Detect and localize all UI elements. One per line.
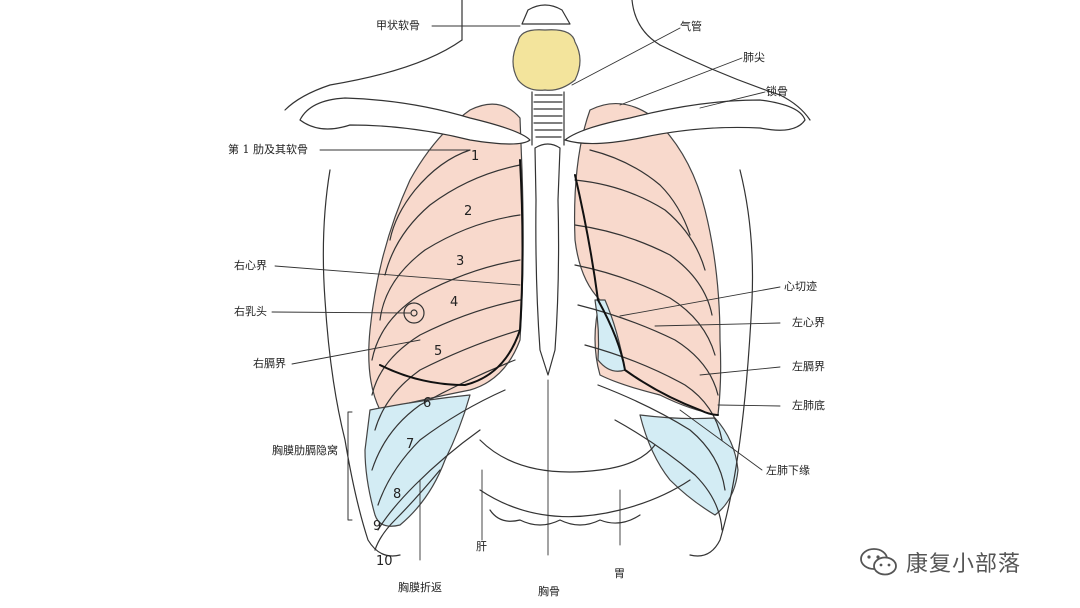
nipple-ring [403,302,425,324]
nipple-dot [410,309,418,317]
right-clavicle [299,97,531,145]
intestine-outline [489,509,641,526]
label-thyroid-cartilage: 甲状软骨 [376,19,420,32]
wechat-icon [860,548,897,576]
rib-number-9: 9 [373,519,382,534]
label-right-heart-border: 右心界 [234,259,267,272]
right-recess [364,394,471,527]
stomach-outline [479,479,691,518]
heart-border [379,159,719,416]
left-ribs [574,149,726,531]
neck-outline-right [631,0,661,46]
rib-number-3: 3 [456,254,465,269]
label-left-diaphragm-border: 左膈界 [792,360,825,373]
label-pleural-reflection: 胸膜折返 [398,581,442,594]
label-left-heart-border: 左心界 [792,316,825,329]
liver-outline [479,439,656,473]
rib-number-8: 8 [393,487,402,502]
shoulder-left [284,39,463,111]
left-recess-upper [594,299,626,372]
shoulder-right [659,44,811,121]
rib-number-6: 6 [423,396,432,411]
rib-cage-left-outline [689,169,754,557]
watermark-text: 康复小部落 [906,552,1022,577]
rib-number-2: 2 [464,204,473,219]
watermark: 康复小部落 [858,545,1021,579]
rib-number-10: 10 [376,554,393,569]
left-lung [573,102,722,416]
label-stomach: 胃 [614,567,625,580]
trachea-rings [531,91,565,146]
rib-number-5: 5 [434,344,443,359]
label-left-lung-lower-margin: 左肺下缘 [766,464,810,477]
label-first-rib: 第 1 肋及其软骨 [228,143,308,156]
rib-number-7: 7 [406,437,415,452]
recess-bracket [347,411,353,521]
sternum-shape [534,143,561,376]
label-right-diaphragm-border: 右膈界 [253,357,286,370]
label-costodiaphragmatic-recess: 胸膜肋膈隐窝 [272,444,338,457]
label-clavicle: 锁骨 [766,85,788,98]
label-left-lung-base: 左肺底 [792,399,825,412]
label-cardiac-notch: 心切迹 [784,280,817,293]
label-liver: 肝 [476,540,487,553]
hyoid [521,4,571,25]
left-clavicle [564,99,806,145]
rib-cage-right-outline [322,169,401,557]
rib-number-4: 4 [450,295,459,310]
leader-lines [271,25,781,561]
thyroid-cartilage [512,29,581,91]
label-lung-apex: 肺尖 [743,51,765,64]
right-ribs [371,149,521,551]
label-right-nipple: 右乳头 [234,305,267,318]
label-trachea: 气管 [680,20,702,33]
rib-number-1: 1 [471,149,480,164]
label-sternum: 胸骨 [538,585,560,598]
